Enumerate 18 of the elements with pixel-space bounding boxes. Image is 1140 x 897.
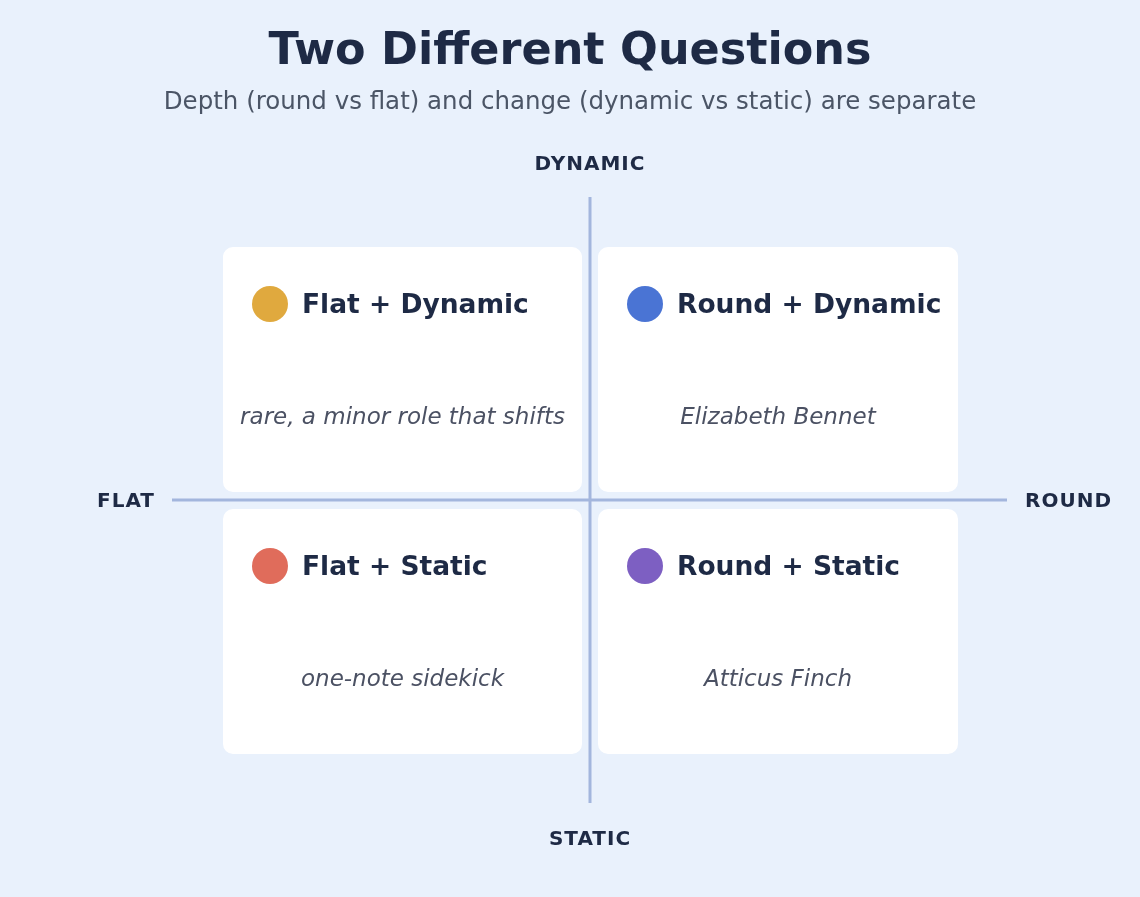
card-heading: Round + Dynamic — [677, 287, 942, 321]
axis-label: DYNAMIC — [534, 150, 646, 176]
card-heading: Flat + Dynamic — [302, 287, 529, 321]
quadrant-card — [223, 247, 582, 492]
card-text: one-note sidekick — [301, 664, 504, 693]
card-heading: Flat + Static — [302, 549, 488, 583]
axis-label: ROUND — [1025, 487, 1112, 513]
quadrant-card — [598, 247, 958, 492]
quadrant-card — [598, 509, 958, 754]
card-text: Elizabeth Bennet — [680, 402, 876, 431]
title: Two Different Questions — [268, 22, 872, 76]
card-text: rare, a minor role that shifts — [240, 402, 565, 431]
subtitle: Depth (round vs flat) and change (dynamic vs static) are separate — [163, 85, 977, 117]
axis-label: FLAT — [97, 487, 155, 513]
card-heading: Round + Static — [677, 549, 901, 583]
quadrant-card — [223, 509, 582, 754]
card-text: Atticus Finch — [703, 664, 853, 693]
axis-label: STATIC — [548, 825, 632, 851]
